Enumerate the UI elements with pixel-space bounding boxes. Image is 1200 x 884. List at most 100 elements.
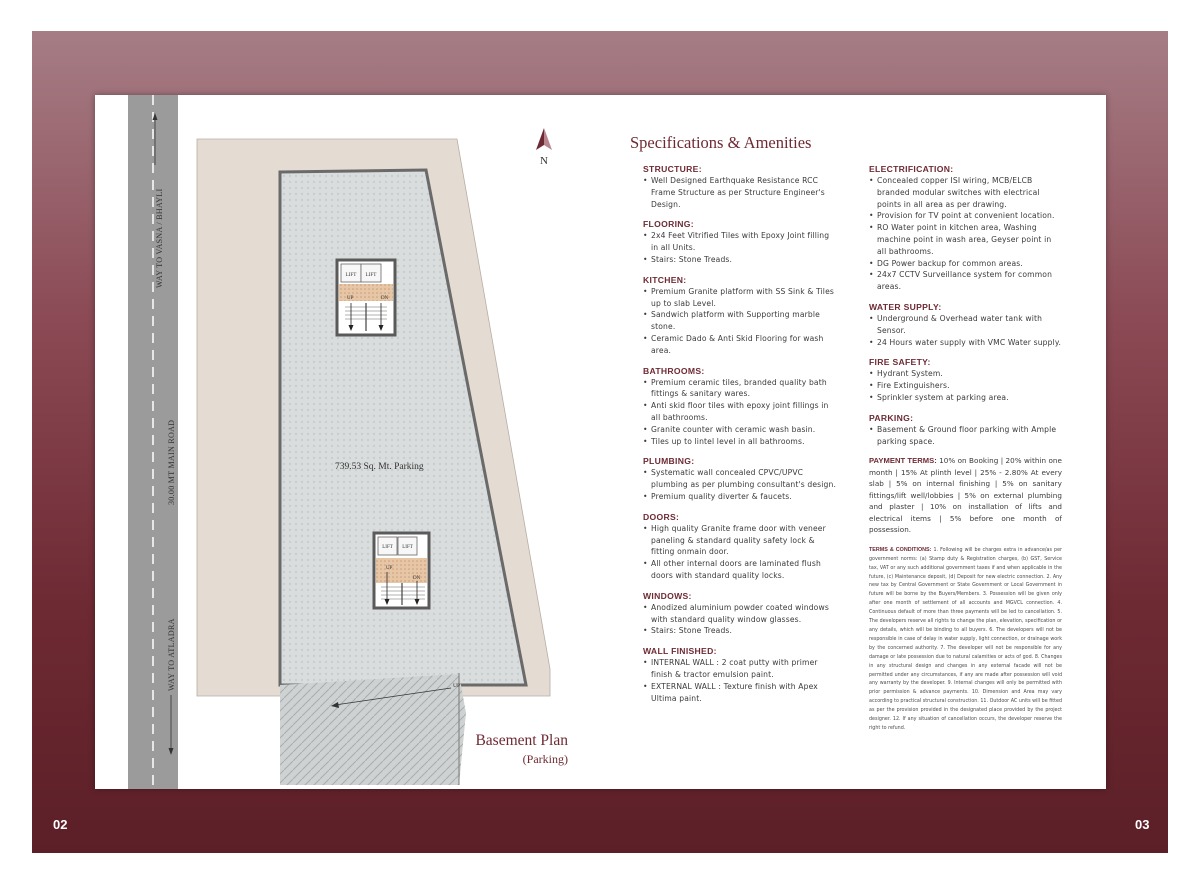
svg-text:LIFT: LIFT [382,545,393,550]
spec-list: Underground & Overhead water tank with S… [869,313,1062,348]
svg-text:DN: DN [381,296,389,301]
spec-list: Premium ceramic tiles, branded quality b… [643,377,837,448]
spec-list: Hydrant System.Fire Extinguishers.Sprink… [869,368,1062,403]
spec-item: Concealed copper ISI wiring, MCB/ELCB br… [869,175,1062,210]
spec-item: RO Water point in kitchen area, Washing … [869,222,1062,257]
spec-section: ELECTRIFICATION:Concealed copper ISI wir… [869,163,1062,293]
spec-section: KITCHEN:Premium Granite platform with SS… [643,274,837,357]
svg-text:LIFT: LIFT [402,545,413,550]
spec-item: High quality Granite frame door with ven… [643,523,837,558]
spec-item: Sprinkler system at parking area. [869,392,1062,404]
spec-item: EXTERNAL WALL : Texture finish with Apex… [643,681,837,705]
spec-item: Granite counter with ceramic wash basin. [643,424,837,436]
spec-item: Sandwich platform with Supporting marble… [643,309,837,333]
page-number-left: 02 [53,817,68,832]
parking-area-label: 739.53 Sq. Mt. Parking [335,462,424,472]
spec-item: Hydrant System. [869,368,1062,380]
spec-list: Systematic wall concealed CPVC/UPVC plum… [643,467,837,502]
svg-text:LIFT: LIFT [366,272,378,278]
road-label-atladra: WAY TO ATLADRA [167,618,176,691]
spec-list: 2x4 Feet Vitrified Tiles with Epoxy Join… [643,230,837,265]
payment-terms-text: 10% on Booking | 20% within one month | … [869,456,1062,535]
spec-item: Tiles up to lintel level in all bathroom… [643,436,837,448]
spec-section: PLUMBING: Systematic wall concealed CPVC… [643,455,837,502]
spec-item: DG Power backup for common areas. [869,258,1062,270]
spec-item: All other internal doors are laminated f… [643,558,837,582]
stair-lift-core-2: LIFT LIFT UP DN [372,531,431,610]
spec-item: 2x4 Feet Vitrified Tiles with Epoxy Join… [643,230,837,254]
spec-item: Fire Extinguishers. [869,380,1062,392]
spec-list: Well Designed Earthquake Resistance RCC … [643,175,837,210]
terms-text: 1. Following will be charges extra in ad… [869,547,1062,731]
svg-text:N: N [540,155,548,167]
road-arrow-up [152,113,158,165]
payment-terms: PAYMENT TERMS: 10% on Booking | 20% with… [869,455,1062,536]
stair-lift-core-1: LIFT LIFT UP DN [335,258,397,337]
spec-list: Premium Granite platform with SS Sink & … [643,286,837,357]
spec-item: 24 Hours water supply with VMC Water sup… [869,337,1062,349]
specs-column-left: STRUCTURE:Well Designed Earthquake Resis… [643,163,837,712]
spec-item: Anodized aluminium powder coated windows… [643,602,837,626]
spec-item: Provision for TV point at convenient loc… [869,210,1062,222]
terms-label: TERMS & CONDITIONS: [869,546,932,553]
spec-section: FLOORING:2x4 Feet Vitrified Tiles with E… [643,218,837,265]
page-number-right: 03 [1135,817,1150,832]
spec-item: 24x7 CCTV Surveillance system for common… [869,269,1062,293]
svg-text:DN: DN [413,576,421,581]
svg-text:UP: UP [453,683,460,689]
ramp [280,674,466,785]
spec-section: DOORS:High quality Granite frame door wi… [643,511,837,582]
spec-heading: PLUMBING: [643,456,695,467]
spec-list: High quality Granite frame door with ven… [643,523,837,582]
spec-list: Basement & Ground floor parking with Amp… [869,424,1062,448]
spec-heading: WATER SUPPLY: [869,301,942,312]
spec-item: Stairs: Stone Treads. [643,254,837,266]
basement-plan-drawing: WAY TO VASNA / BHAYLI 30.00 MT MAIN ROAD… [128,95,552,789]
payment-terms-label: PAYMENT TERMS: [869,456,937,466]
spec-section: PARKING:Basement & Ground floor parking … [869,412,1062,448]
specs-column-right: ELECTRIFICATION:Concealed copper ISI wir… [869,163,1062,734]
spec-item: Systematic wall concealed CPVC/UPVC plum… [643,467,837,491]
plan-subtitle: (Parking) [522,752,568,766]
spec-section: WATER SUPPLY:Underground & Overhead wate… [869,301,1062,348]
plan-title: Basement Plan [475,732,568,749]
terms-conditions: TERMS & CONDITIONS: 1. Following will be… [869,546,1062,734]
spec-section: WINDOWS:Anodized aluminium powder coated… [643,590,837,637]
spec-heading: DOORS: [643,511,680,522]
spec-section: WALL FINISHED:INTERNAL WALL : 2 coat put… [643,645,837,704]
road-arrow-down [168,695,174,755]
spec-item: Ceramic Dado & Anti Skid Flooring for wa… [643,333,837,357]
spec-heading: PARKING: [869,412,914,423]
brochure-sheet: WAY TO VASNA / BHAYLI 30.00 MT MAIN ROAD… [95,95,1106,789]
spec-heading: FLOORING: [643,219,694,230]
road-label-vasna: WAY TO VASNA / BHAYLI [155,188,164,288]
spec-item: Well Designed Earthquake Resistance RCC … [643,175,837,210]
spec-heading: KITCHEN: [643,274,687,285]
spec-section: STRUCTURE:Well Designed Earthquake Resis… [643,163,837,210]
spec-item: INTERNAL WALL : 2 coat putty with primer… [643,657,837,681]
road-label-main: 30.00 MT MAIN ROAD [167,420,176,505]
spec-heading: STRUCTURE: [643,164,702,174]
spec-heading: ELECTRIFICATION: [869,164,954,174]
spec-item: Basement & Ground floor parking with Amp… [869,424,1062,448]
spec-section: FIRE SAFETY:Hydrant System.Fire Extingui… [869,356,1062,403]
svg-text:UP: UP [347,296,354,301]
spec-item: Premium quality diverter & faucets. [643,491,837,503]
svg-text:UP: UP [386,566,393,571]
spec-section: BATHROOMS:Premium ceramic tiles, branded… [643,365,837,448]
spec-heading: WINDOWS: [643,590,692,601]
svg-text:LIFT: LIFT [346,272,358,278]
ramp-arrow: UP [331,683,460,708]
spec-list: Anodized aluminium powder coated windows… [643,602,837,637]
spec-item: Premium ceramic tiles, branded quality b… [643,377,837,401]
spec-list: Concealed copper ISI wiring, MCB/ELCB br… [869,175,1062,293]
north-arrow-icon: N [536,128,552,167]
spec-item: Premium Granite platform with SS Sink & … [643,286,837,310]
spec-heading: FIRE SAFETY: [869,357,931,368]
spec-heading: BATHROOMS: [643,365,705,376]
spec-heading: WALL FINISHED: [643,646,717,657]
specs-title: Specifications & Amenities [630,133,812,152]
spec-item: Underground & Overhead water tank with S… [869,313,1062,337]
spec-item: Anti skid floor tiles with epoxy joint f… [643,400,837,424]
spec-list: INTERNAL WALL : 2 coat putty with primer… [643,657,837,704]
